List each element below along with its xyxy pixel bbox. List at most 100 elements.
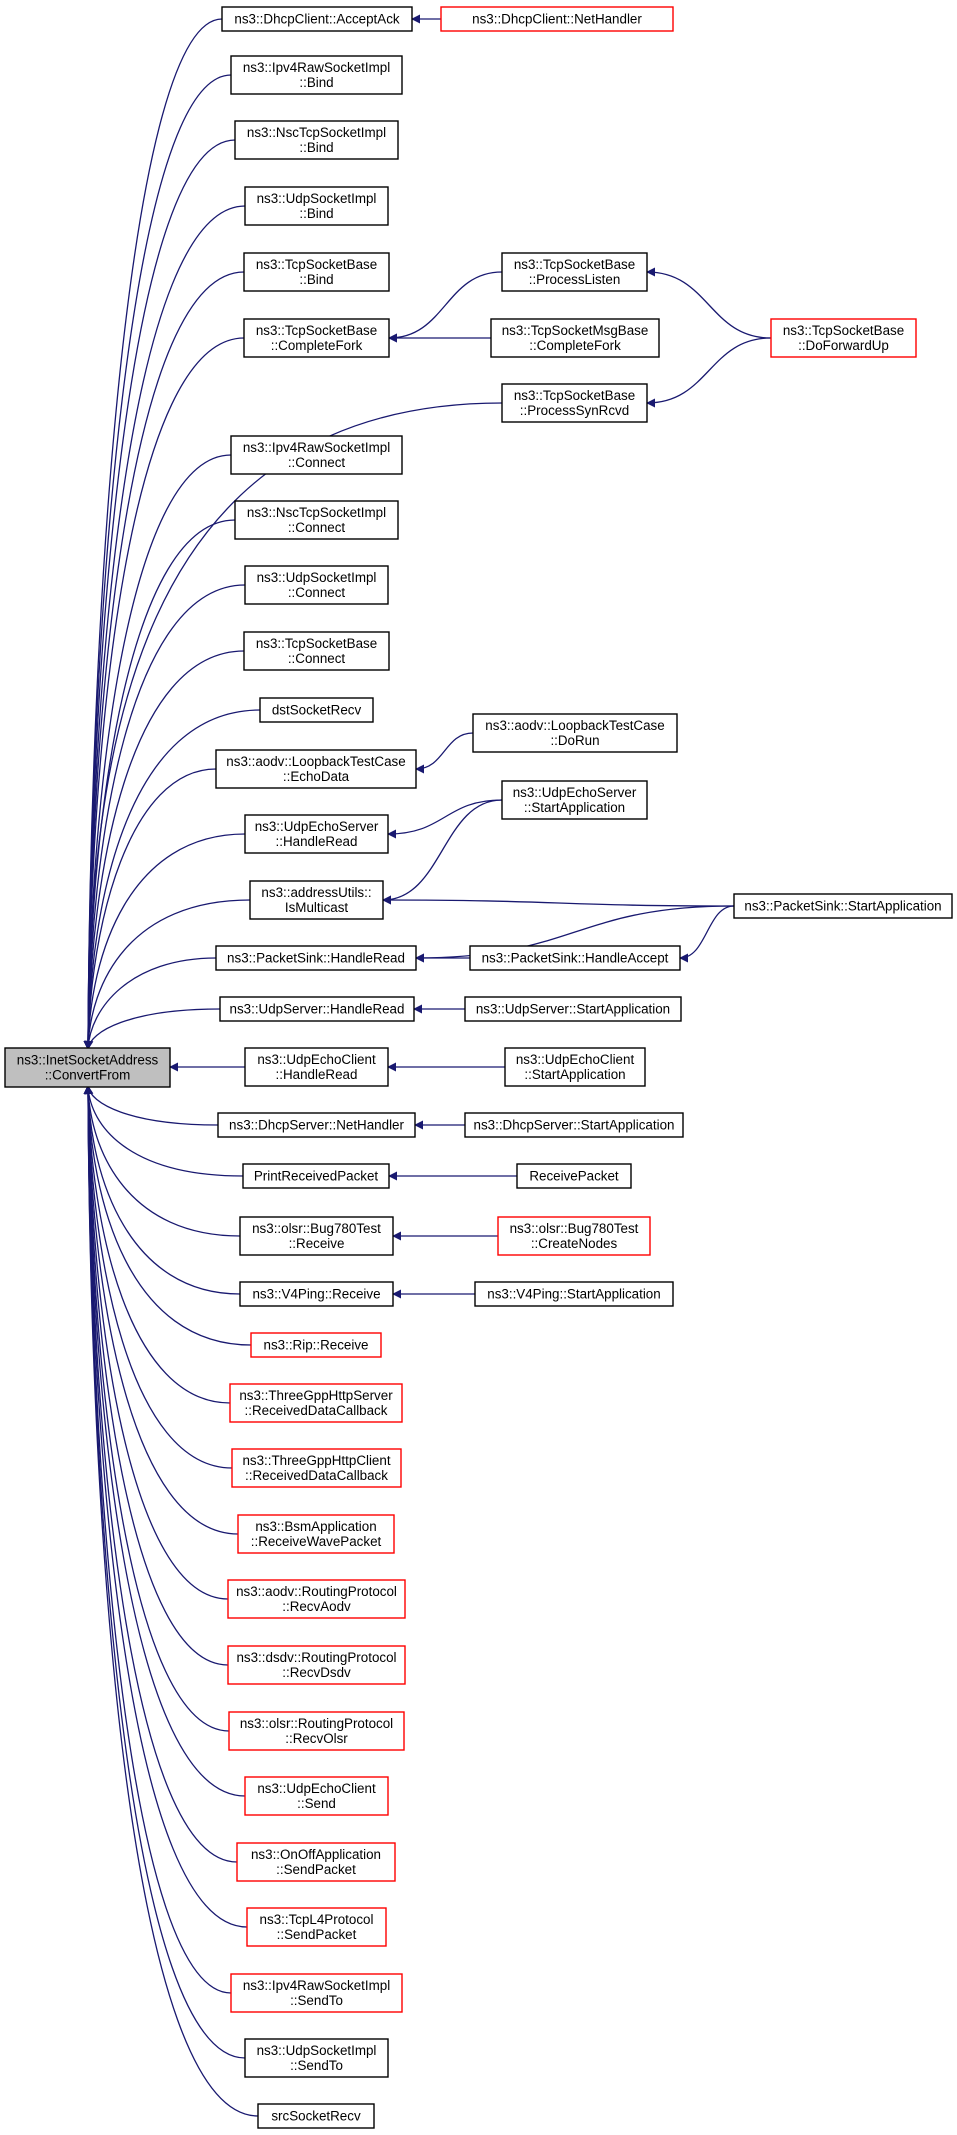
edge-udpsock_sendto-to-root: [83, 1085, 246, 2059]
node-box: [246, 1907, 387, 1947]
node-ipv4raw_sendto[interactable]: ns3::Ipv4RawSocketImpl::SendTo: [230, 1973, 403, 2013]
node-label: ::ProcessListen: [529, 272, 621, 287]
node-threegpp_client_recvdata[interactable]: ns3::ThreeGppHttpClient::ReceivedDataCal…: [231, 1448, 402, 1488]
edge-udpechoserver_startapp-to-addressutils_ismulticast: [382, 799, 503, 905]
edge-v4ping_receive-to-root: [83, 1085, 241, 1295]
node-box: [236, 1842, 396, 1882]
node-olsr_bug780_receive[interactable]: ns3::olsr::Bug780Test::Receive: [239, 1216, 394, 1256]
node-box: [243, 318, 390, 358]
node-printreceivedpacket[interactable]: PrintReceivedPacket: [242, 1163, 390, 1189]
node-bsm_receivewave[interactable]: ns3::BsmApplication::ReceiveWavePacket: [237, 1514, 395, 1554]
node-label: ns3::TcpL4Protocol: [260, 1912, 374, 1927]
node-dhcpserver_startapp[interactable]: ns3::DhcpServer::StartApplication: [464, 1112, 684, 1138]
node-nsctcp_connect[interactable]: ns3::NscTcpSocketImpl::Connect: [234, 500, 399, 540]
node-udpechoclient_handleread[interactable]: ns3::UdpEchoClient::HandleRead: [244, 1047, 389, 1087]
edge-tcpbase_processlisten-to-tcpbase_completefork: [388, 271, 503, 343]
edge-aodv_recvaodv-to-root: [83, 1085, 229, 1600]
edge-udpechoserver_handleread-to-root: [83, 833, 246, 1050]
node-dsdv_recvdsdv[interactable]: ns3::dsdv::RoutingProtocol::RecvDsdv: [227, 1645, 406, 1685]
node-udpsock_connect[interactable]: ns3::UdpSocketImpl::Connect: [244, 565, 389, 605]
node-box: [237, 1514, 395, 1554]
node-label: ::CompleteFork: [529, 338, 621, 353]
node-srcsocketrecv[interactable]: srcSocketRecv: [257, 2103, 375, 2129]
node-label: ::RecvOlsr: [285, 1731, 348, 1746]
node-dhcpclient_acceptack[interactable]: ns3::DhcpClient::AcceptAck: [221, 6, 413, 32]
node-udpsock_bind[interactable]: ns3::UdpSocketImpl::Bind: [244, 186, 389, 226]
node-ipv4raw_connect[interactable]: ns3::Ipv4RawSocketImpl::Connect: [230, 435, 403, 475]
node-packetsink_startapp[interactable]: ns3::PacketSink::StartApplication: [733, 893, 953, 919]
node-nsctcp_bind[interactable]: ns3::NscTcpSocketImpl::Bind: [234, 120, 399, 160]
edge-udpserver_handleread-to-root: [84, 1008, 221, 1050]
node-tcpbase_bind[interactable]: ns3::TcpSocketBase::Bind: [243, 252, 390, 292]
edge-rip_receive-to-root: [83, 1085, 252, 1346]
edge-udpsock_connect-to-root: [83, 584, 246, 1050]
node-udpsock_sendto[interactable]: ns3::UdpSocketImpl::SendTo: [244, 2038, 389, 2078]
node-box: [259, 697, 374, 723]
node-box: [501, 780, 648, 820]
node-label: ns3::UdpEchoServer: [255, 819, 379, 834]
node-olsr_bug780_createnodes[interactable]: ns3::olsr::Bug780Test::CreateNodes: [497, 1216, 651, 1256]
node-box: [215, 945, 417, 971]
node-rip_receive[interactable]: ns3::Rip::Receive: [250, 1332, 382, 1358]
node-box: [244, 814, 389, 854]
node-udpechoclient_send[interactable]: ns3::UdpEchoClient::Send: [244, 1776, 389, 1816]
node-label: ::Connect: [288, 520, 346, 535]
node-dhcpserver_nethandler[interactable]: ns3::DhcpServer::NetHandler: [217, 1112, 416, 1138]
node-tcpbase_completefork[interactable]: ns3::TcpSocketBase::CompleteFork: [243, 318, 390, 358]
node-label: ns3::V4Ping::Receive: [252, 1287, 380, 1302]
node-box: [230, 435, 403, 475]
node-udpechoserver_handleread[interactable]: ns3::UdpEchoServer::HandleRead: [244, 814, 389, 854]
node-ipv4raw_bind[interactable]: ns3::Ipv4RawSocketImpl::Bind: [230, 55, 403, 95]
node-threegpp_server_recvdata[interactable]: ns3::ThreeGppHttpServer::ReceivedDataCal…: [229, 1383, 403, 1423]
node-label: ns3::UdpSocketImpl: [257, 191, 377, 206]
edge-nsctcp_connect-to-root: [83, 519, 236, 1050]
node-olsr_recvolsr[interactable]: ns3::olsr::RoutingProtocol::RecvOlsr: [228, 1711, 405, 1751]
node-label: ns3::PacketSink::HandleRead: [227, 951, 405, 966]
node-box: [501, 383, 648, 423]
node-addressutils_ismulticast[interactable]: ns3::addressUtils::IsMulticast: [249, 880, 384, 920]
node-udpserver_startapp[interactable]: ns3::UdpServer::StartApplication: [464, 996, 682, 1022]
node-box: [242, 1163, 390, 1189]
node-udpechoserver_startapp[interactable]: ns3::UdpEchoServer::StartApplication: [501, 780, 648, 820]
node-box: [228, 1711, 405, 1751]
node-tcpl4_sendpacket[interactable]: ns3::TcpL4Protocol::SendPacket: [246, 1907, 387, 1947]
node-label: ::EchoData: [283, 769, 350, 784]
edge-tcpl4_sendpacket-to-root: [83, 1085, 248, 1928]
node-label: ns3::TcpSocketBase: [783, 323, 904, 338]
node-dstsocketrecv[interactable]: dstSocketRecv: [259, 697, 374, 723]
edge-dsdv_recvdsdv-to-root: [83, 1085, 229, 1666]
node-label: ::CompleteFork: [271, 338, 363, 353]
node-aodv_echodata[interactable]: ns3::aodv::LoopbackTestCase::EchoData: [215, 749, 417, 789]
edge-aodv_echodata-to-root: [83, 768, 217, 1050]
node-label: ::SendTo: [290, 2058, 343, 2073]
node-v4ping_receive[interactable]: ns3::V4Ping::Receive: [239, 1281, 394, 1307]
edge-printreceivedpacket-to-root: [83, 1085, 244, 1177]
node-tcpbase_processsynrcvd[interactable]: ns3::TcpSocketBase::ProcessSynRcvd: [501, 383, 648, 423]
edges-layer: [83, 14, 772, 2117]
node-udpserver_handleread[interactable]: ns3::UdpServer::HandleRead: [219, 996, 415, 1022]
node-tcpbase_doforwardup[interactable]: ns3::TcpSocketBase::DoForwardUp: [770, 318, 917, 358]
node-tcpbase_connect[interactable]: ns3::TcpSocketBase::Connect: [243, 631, 390, 671]
node-onoff_sendpacket[interactable]: ns3::OnOffApplication::SendPacket: [236, 1842, 396, 1882]
node-label: ::RecvDsdv: [282, 1665, 351, 1680]
node-label: ::ConvertFrom: [45, 1068, 131, 1083]
node-packetsink_handleread[interactable]: ns3::PacketSink::HandleRead: [215, 945, 417, 971]
node-tcpmsgbase_completefork[interactable]: ns3::TcpSocketMsgBase::CompleteFork: [490, 318, 660, 358]
node-label: ns3::PacketSink::HandleAccept: [482, 951, 669, 966]
node-v4ping_startapp[interactable]: ns3::V4Ping::StartApplication: [474, 1281, 674, 1307]
node-aodv_dorun[interactable]: ns3::aodv::LoopbackTestCase::DoRun: [472, 713, 678, 753]
node-aodv_recvaodv[interactable]: ns3::aodv::RoutingProtocol::RecvAodv: [227, 1579, 406, 1619]
node-dhcpclient_nethandler[interactable]: ns3::DhcpClient::NetHandler: [440, 6, 674, 32]
node-tcpbase_processlisten[interactable]: ns3::TcpSocketBase::ProcessListen: [501, 252, 648, 292]
node-label: IsMulticast: [285, 900, 349, 915]
node-udpechoclient_startapp[interactable]: ns3::UdpEchoClient::StartApplication: [504, 1047, 646, 1087]
edge-tcpbase_connect-to-root: [83, 650, 245, 1050]
edge-packetsink_startapp-to-addressutils_ismulticast: [382, 895, 735, 907]
node-packetsink_handleaccept[interactable]: ns3::PacketSink::HandleAccept: [469, 945, 681, 971]
node-label: ns3::TcpSocketBase: [514, 257, 635, 272]
edge-packetsink_startapp-to-packetsink_handleaccept: [679, 905, 735, 963]
node-label: ns3::UdpSocketImpl: [257, 2043, 377, 2058]
node-receivepacket[interactable]: ReceivePacket: [516, 1163, 632, 1189]
node-root[interactable]: ns3::InetSocketAddress::ConvertFrom: [4, 1047, 171, 1088]
node-box: [239, 1216, 394, 1256]
